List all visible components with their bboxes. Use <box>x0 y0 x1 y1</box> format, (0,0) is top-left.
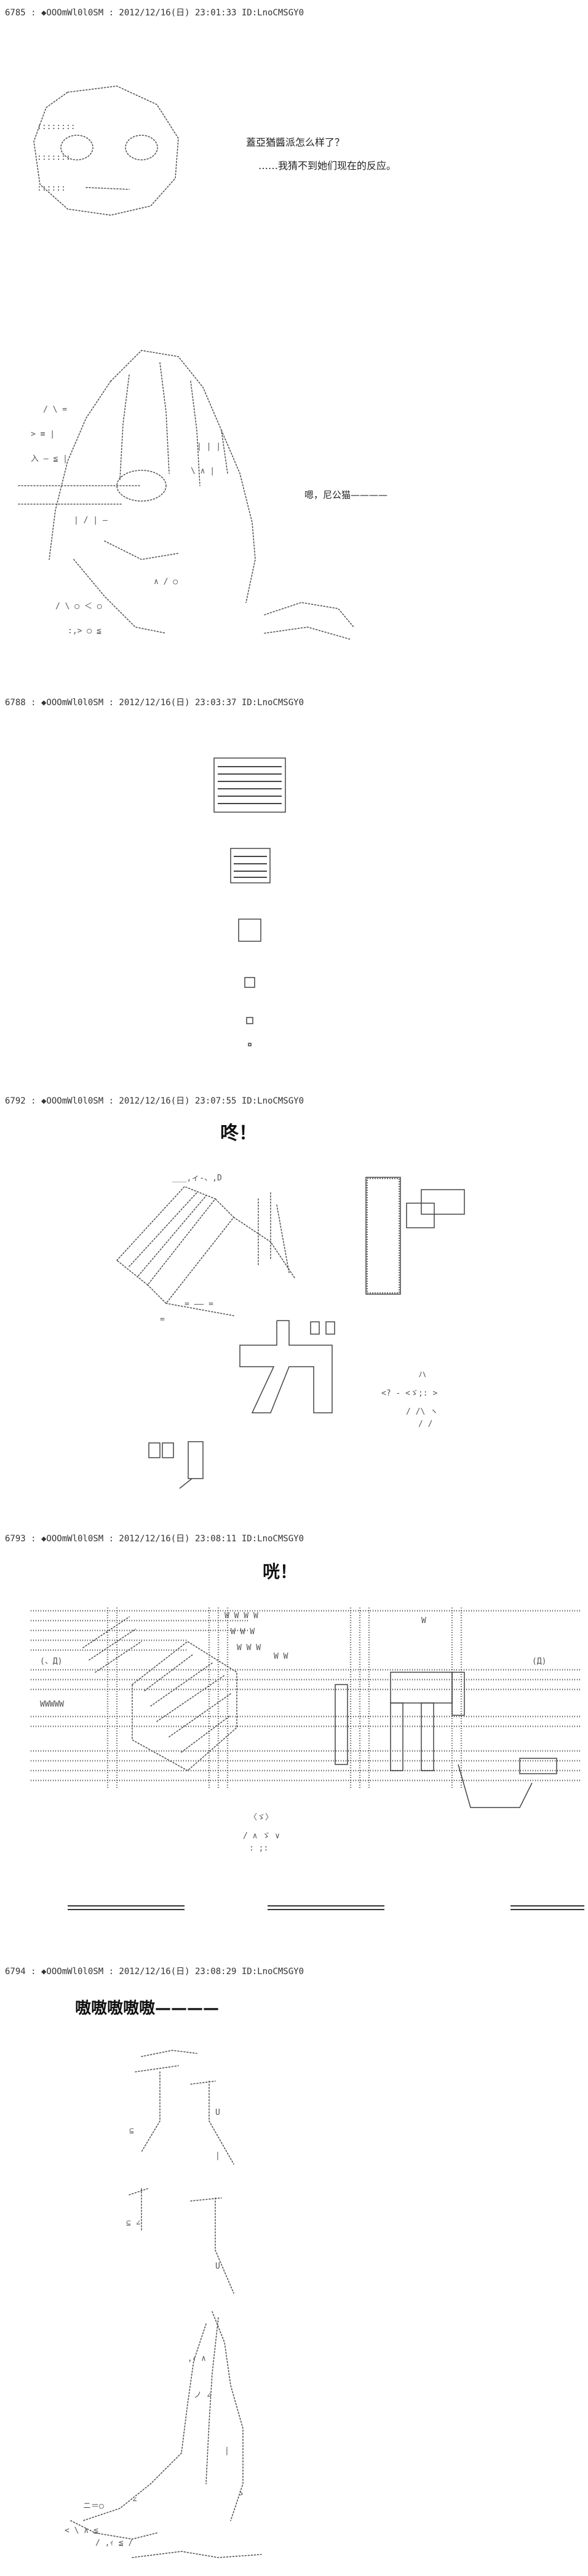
post-header-6793: 6793 : ◆OOOmWl0l0SM : 2012/12/16(日) 23:0… <box>5 1534 304 1544</box>
svg-text:ニ＝○: ニ＝○ <box>83 2502 104 2511</box>
katakana-ga-block-art <box>239 1320 335 1413</box>
svg-text:(、Д): (、Д) <box>40 1657 62 1666</box>
svg-text:⊆ ∠: ⊆ ∠ <box>126 2219 141 2228</box>
svg-text:入 ― ≦ |: 入 ― ≦ | <box>31 454 68 464</box>
svg-text:ハ: ハ <box>418 1370 426 1380</box>
svg-text:(Д): (Д) <box>532 1657 546 1666</box>
post-header-6792: 6792 : ◆OOOmWl0l0SM : 2012/12/16(日) 23:0… <box>5 1096 304 1106</box>
svg-text:\ ∧ |: \ ∧ | <box>191 467 215 476</box>
svg-text:⊆: ⊆ <box>129 2127 134 2136</box>
svg-text:,ｨ ∧: ,ｨ ∧ <box>188 2354 206 2363</box>
dialog-line-2: ……我猜不到她们现在的反应。 <box>258 160 397 172</box>
svg-text:U: U <box>215 2262 220 2271</box>
svg-text:::::::::: :::::::: <box>37 122 76 132</box>
svg-text:∧ / ○: ∧ / ○ <box>154 577 178 587</box>
ascii-art-round-face: :::::::: ::::::: :::::: <box>33 85 179 216</box>
svg-text:___,ィ-、,D: ___,ィ-、,D <box>172 1174 222 1183</box>
ascii-art-katakana-gi-sfx: ⊆ U | ⊆ ∠ U <box>126 2050 234 2294</box>
ascii-art-character-bust: / \ = > ≡ | 入 ― ≦ | | / | ― / \ ○ ＜ ○ :,… <box>18 350 354 640</box>
svg-text:〈ゞ〉: 〈ゞ〉 <box>249 1813 273 1822</box>
svg-text:WWWWW: WWWWW <box>40 1700 64 1709</box>
sound-effect-3: 嗷嗷嗷嗷嗷———— <box>75 1999 220 2018</box>
ascii-art-silhouette-figure: ニ＝○ ∠ < \ ∧ ≦ / ,ｨ ≦ / ,ｨ ∧ ノ ∠ | ゝ <box>65 2311 262 2558</box>
svg-text:=: = <box>160 1315 165 1324</box>
svg-text:W W W: W W W <box>231 1627 255 1637</box>
svg-text:W: W <box>421 1616 426 1626</box>
svg-text:|: | <box>224 2446 229 2455</box>
svg-text:< \ ∧ ≦: < \ ∧ ≦ <box>65 2526 98 2535</box>
dialog-line-3: 嗯，尼公猫———— <box>304 489 388 500</box>
svg-text::::::::: ::::::: <box>37 153 71 162</box>
post-header-6788: 6788 : ◆OOOmWl0l0SM : 2012/12/16(日) 23:0… <box>5 698 304 708</box>
sound-effect-2: 咣！ <box>263 1562 298 1582</box>
svg-text:ゝ: ゝ <box>237 2489 245 2499</box>
ascii-art-shrinking-window <box>213 757 286 1046</box>
katakana-do-block-art <box>365 1177 465 1295</box>
svg-text::,> ○ ≦: :,> ○ ≦ <box>68 626 101 636</box>
svg-text:U: U <box>215 2108 220 2117</box>
svg-text:| | |: | | | <box>197 442 221 451</box>
svg-text:/ \ =: / \ = <box>43 405 67 414</box>
katakana-tsu-block-art <box>148 1441 204 1489</box>
svg-text:W W W W: W W W W <box>224 1611 258 1621</box>
speed-underline-bars <box>68 1905 584 1910</box>
post-header-6785: 6785 : ◆OOOmWl0l0SM : 2012/12/16(日) 23:0… <box>5 8 304 18</box>
svg-text:/ /\ ヽ: / /\ ヽ <box>406 1407 438 1416</box>
svg-text:::::::: :::::: <box>37 184 66 193</box>
ascii-art-falling-character: ___,ィ-、,D = ―― = = ハ <? - <ゞ;: > / /\ ヽ … <box>116 1174 438 1429</box>
svg-text:ノ ∠: ノ ∠ <box>194 2391 212 2400</box>
sound-effect-1: 咚！ <box>220 1123 257 1144</box>
svg-text:| / | ―: | / | ― <box>74 516 108 525</box>
svg-text:/ \ ○ ＜ ○: / \ ○ ＜ ○ <box>55 602 102 611</box>
svg-text:= ―― =: = ―― = <box>185 1300 213 1309</box>
dialog-line-1: 蓋亞猶醬派怎么样了？ <box>246 136 345 148</box>
svg-text:/ ,ｨ ≦ /: / ,ｨ ≦ / <box>95 2538 133 2548</box>
svg-text:> ≡ |: > ≡ | <box>31 430 55 439</box>
svg-text:: ;:: : ;: <box>249 1844 268 1853</box>
svg-text:/ /: / / <box>418 1420 432 1429</box>
post-header-6794: 6794 : ◆OOOmWl0l0SM : 2012/12/16(日) 23:0… <box>5 1967 304 1977</box>
svg-text:W W W: W W W <box>237 1643 261 1653</box>
ascii-art-crash-scene: (、Д) WWWWW W W W W W W W W W W W W W (Д)… <box>31 1608 581 1853</box>
svg-text:<? - <ゞ;: >: <? - <ゞ;: > <box>381 1389 437 1398</box>
svg-text:W W: W W <box>274 1652 288 1661</box>
svg-text:∠: ∠ <box>132 2495 137 2505</box>
svg-text:|: | <box>215 2151 220 2160</box>
svg-text:/ ∧ ゞ ∨: / ∧ ゞ ∨ <box>243 1831 280 1841</box>
